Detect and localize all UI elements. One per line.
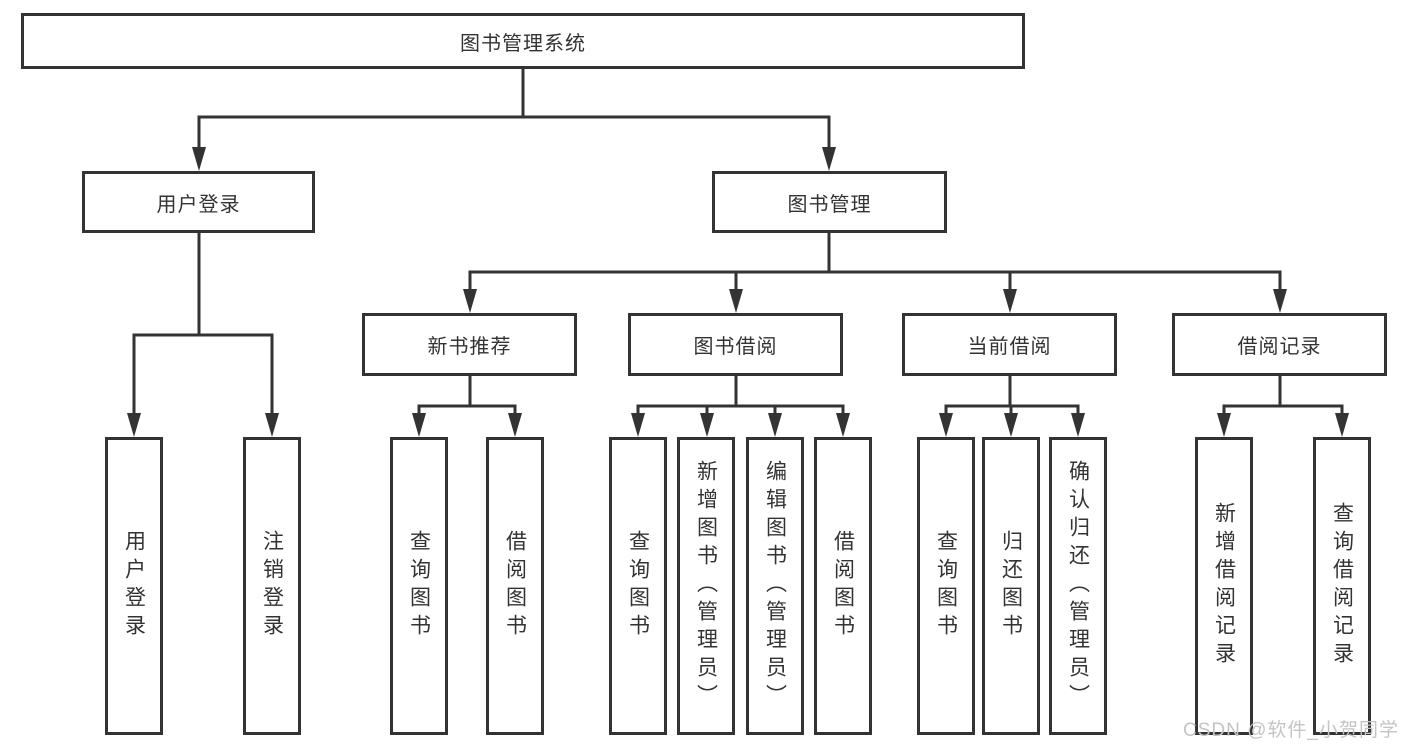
watermark: CSDN @软件_小贺同学: [1183, 720, 1399, 741]
leaf-borrow-books: 借阅图书: [814, 437, 872, 735]
node-root: 图书管理系统: [21, 13, 1025, 69]
node-user-login: 用户登录: [82, 171, 315, 233]
leaf-query-borrow-record: 查询借阅记录: [1313, 437, 1371, 735]
leaf-user-login: 用户登录: [105, 437, 163, 735]
leaf-borrow-books-recommend: 借阅图书: [486, 437, 544, 735]
node-label: 注销登录: [260, 530, 284, 642]
node-label: 用户登录: [156, 193, 241, 216]
leaf-return-books: 归还图书: [982, 437, 1040, 735]
leaf-query-books-current: 查询图书: [917, 437, 975, 735]
node-label: 图书管理: [787, 193, 872, 216]
node-label: 借阅记录: [1237, 336, 1322, 358]
node-label: 查询借阅记录: [1330, 502, 1354, 670]
node-new-book-recommend: 新书推荐: [362, 313, 577, 376]
node-label: 归还图书: [999, 530, 1023, 642]
node-label: 新书推荐: [427, 336, 512, 358]
node-label: 查询图书: [407, 530, 431, 642]
node-label: 编辑图书（管理员）: [763, 460, 787, 712]
node-borrow-records: 借阅记录: [1172, 313, 1387, 376]
node-current-borrow: 当前借阅: [902, 313, 1117, 376]
leaf-logout: 注销登录: [243, 437, 301, 735]
node-label: 新增借阅记录: [1212, 502, 1236, 670]
leaf-confirm-return-admin: 确认归还（管理员）: [1049, 437, 1107, 735]
node-label: 查询图书: [934, 530, 958, 642]
node-label: 确认归还（管理员）: [1066, 460, 1090, 712]
leaf-add-book-admin: 新增图书（管理员）: [677, 437, 735, 735]
node-label: 查询图书: [626, 530, 650, 642]
node-label: 图书借阅: [693, 336, 778, 358]
leaf-query-books-borrow: 查询图书: [609, 437, 667, 735]
leaf-add-borrow-record: 新增借阅记录: [1195, 437, 1253, 735]
node-label: 借阅图书: [503, 530, 527, 642]
node-label: 新增图书（管理员）: [694, 460, 718, 712]
leaf-query-books-recommend: 查询图书: [390, 437, 448, 735]
node-book-management: 图书管理: [712, 171, 947, 233]
leaf-edit-book-admin: 编辑图书（管理员）: [746, 437, 804, 735]
node-label: 借阅图书: [831, 530, 855, 642]
node-label: 图书管理系统: [460, 32, 586, 55]
node-label: 当前借阅: [967, 336, 1052, 358]
node-label: 用户登录: [122, 530, 146, 642]
node-book-borrow: 图书借阅: [628, 313, 843, 376]
